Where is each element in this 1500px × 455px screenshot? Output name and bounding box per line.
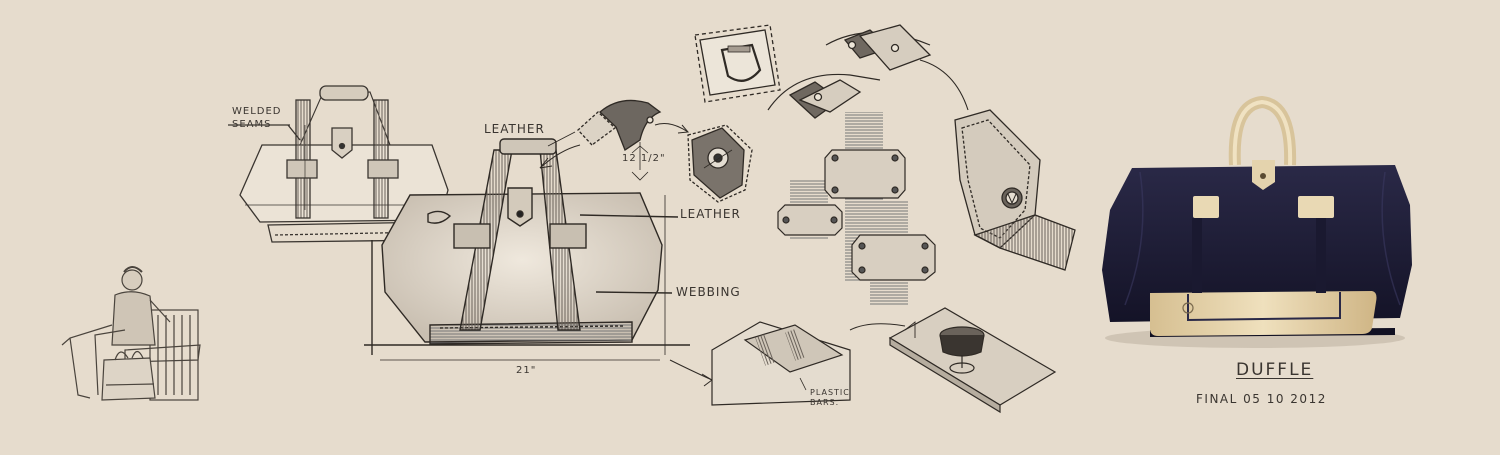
d-ring-detail-sketch (694, 24, 781, 103)
label-welded-seams: WELDED SEAMS (232, 106, 282, 130)
title-duffle: DUFFLE (1236, 360, 1314, 380)
subtitle-final-date: FINAL 05 10 2012 (1196, 392, 1327, 406)
bag-sketch-small (228, 85, 450, 243)
bag-sketch-main (364, 131, 690, 361)
strap-end-detail-sketch (954, 109, 1076, 271)
label-width-dimension: 21" (516, 365, 537, 376)
handle-wrap-sketches (767, 24, 969, 119)
seated-man-sketch (61, 266, 201, 401)
label-leather-top: LEATHER (484, 122, 545, 136)
label-webbing: WEBBING (676, 285, 741, 299)
snap-button-detail-sketch (654, 123, 753, 203)
plastic-bar-cutaway-sketch (669, 321, 851, 406)
label-handle-dimension: 12 1/2" (622, 153, 666, 164)
final-duffle-photo (1102, 95, 1412, 348)
label-leather-side: LEATHER (680, 207, 741, 221)
handle-detail-sketch (539, 99, 662, 181)
strap-bracket-sketches (777, 112, 936, 305)
label-plastic-bars: PLASTIC BARS. (810, 388, 850, 407)
stud-base-detail-sketch (849, 307, 1057, 414)
